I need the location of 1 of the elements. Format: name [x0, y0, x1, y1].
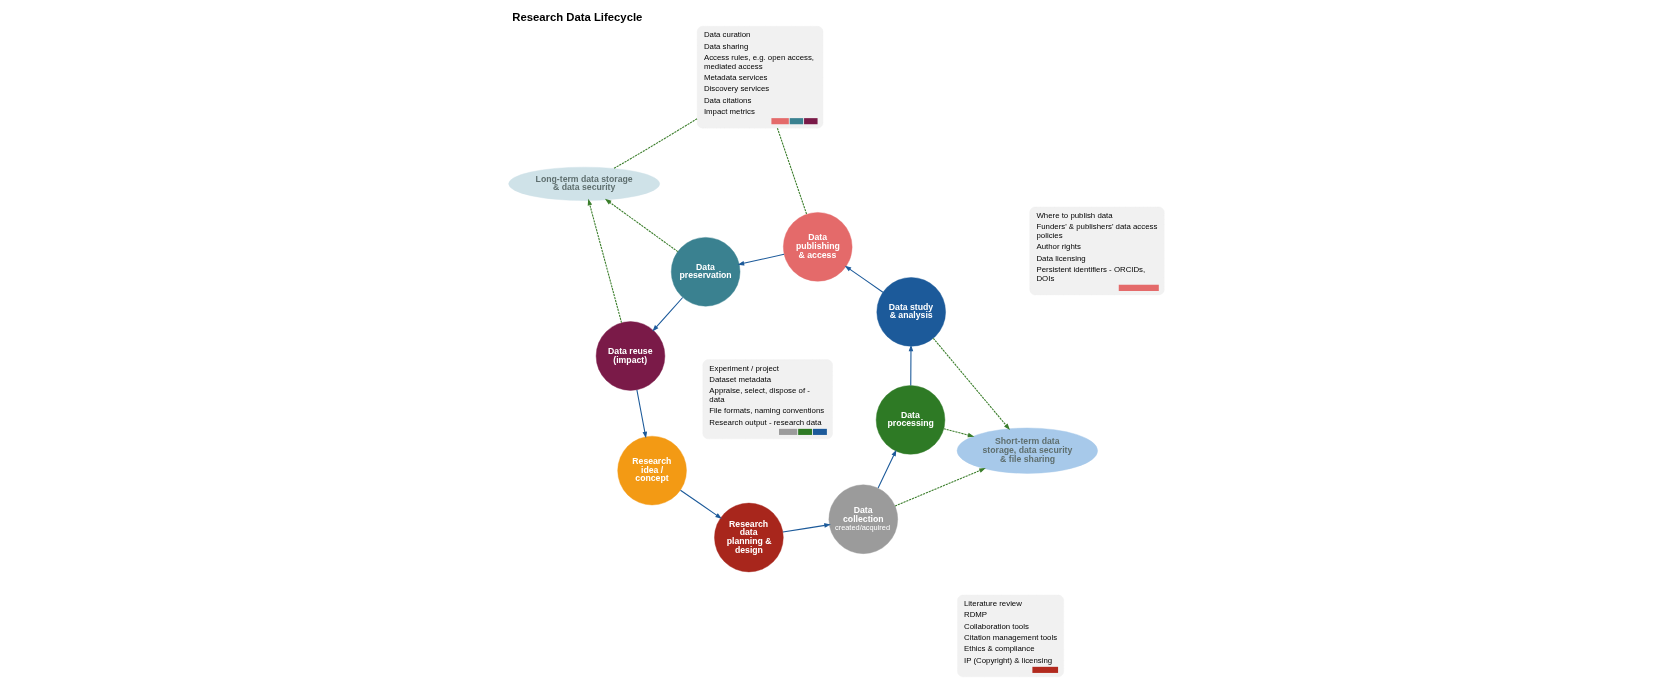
diagram-title: Research Data Lifecycle [512, 10, 643, 23]
